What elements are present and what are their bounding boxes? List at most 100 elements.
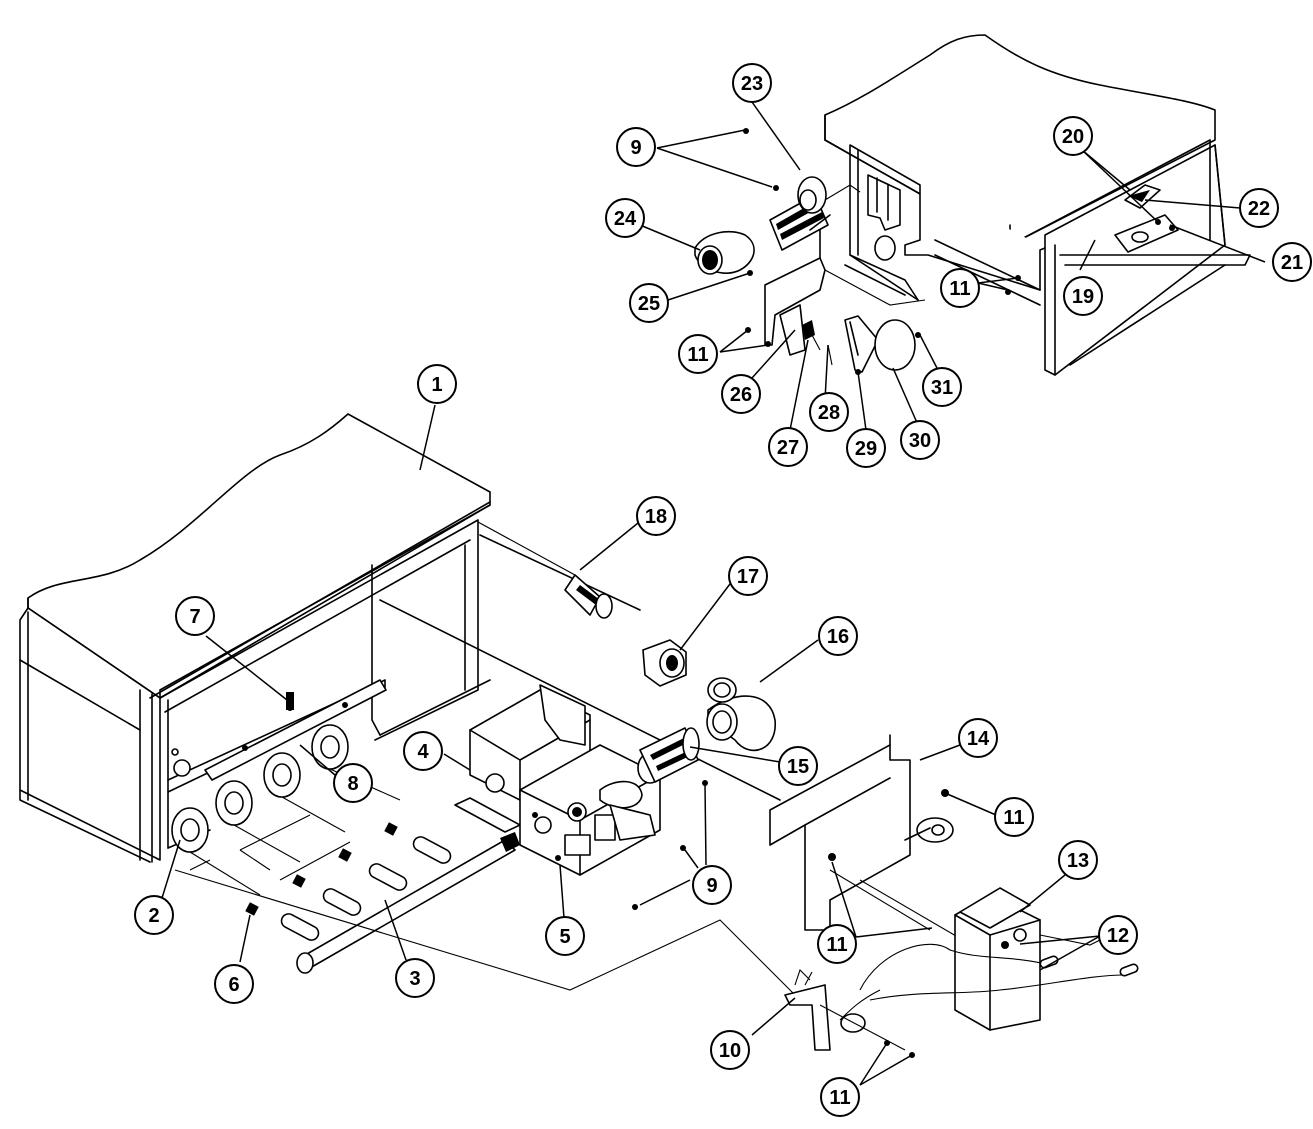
callout-number: 20	[1062, 126, 1084, 148]
callout-number: 18	[645, 506, 667, 528]
callout-circle	[820, 1077, 860, 1117]
callout-12: 12	[1098, 915, 1138, 955]
gas-valve	[454, 684, 663, 876]
callout-13: 13	[1058, 840, 1098, 880]
callout-number: 11	[687, 344, 708, 366]
callout-circle	[994, 797, 1034, 837]
callout-8: 8	[333, 763, 373, 803]
callout-19: 19	[1063, 276, 1103, 316]
callout-23: 23	[732, 63, 772, 103]
callout-circle	[940, 268, 980, 308]
callout-circle	[616, 127, 656, 167]
pilot-bracket	[745, 214, 833, 366]
callout-circle	[768, 427, 808, 467]
callout-circle	[721, 374, 761, 414]
callout-3: 3	[395, 958, 435, 998]
callout-11: 11	[940, 268, 980, 308]
callout-5: 5	[545, 916, 585, 956]
callout-circle	[1239, 188, 1279, 228]
callout-number: 26	[730, 384, 752, 406]
callout-27: 27	[768, 427, 808, 467]
callout-number: 8	[347, 773, 358, 795]
callout-number: 3	[409, 968, 420, 990]
callout-circle	[728, 556, 768, 596]
callout-circle	[958, 718, 998, 758]
callout-30: 30	[900, 420, 940, 460]
gas-fittings	[477, 521, 776, 783]
callout-number: 23	[741, 73, 763, 95]
callout-number: 1	[431, 374, 442, 396]
callout-number: 25	[638, 293, 660, 315]
callout-circle	[636, 496, 676, 536]
callout-18: 18	[636, 496, 676, 536]
callout-31: 31	[922, 367, 962, 407]
main-housing	[19, 413, 781, 863]
callout-number: 14	[967, 728, 990, 750]
callout-circle	[134, 895, 174, 935]
callout-1: 1	[417, 364, 457, 404]
callout-20: 20	[1053, 116, 1093, 156]
callout-circle	[809, 392, 849, 432]
callout-circle	[1098, 915, 1138, 955]
callout-circle	[1063, 276, 1103, 316]
callout-number: 2	[148, 905, 159, 927]
callout-circle	[605, 198, 645, 238]
callout-number: 19	[1072, 286, 1094, 308]
callout-10: 10	[710, 1030, 750, 1070]
callout-number: 11	[826, 934, 847, 956]
callout-24: 24	[605, 198, 645, 238]
burner-gaskets	[171, 724, 401, 896]
callout-15: 15	[778, 746, 818, 786]
callout-number: 4	[417, 741, 429, 763]
callout-11: 11	[678, 334, 718, 374]
callout-number: 24	[614, 208, 637, 230]
callout-number: 9	[706, 875, 717, 897]
callout-circle	[1272, 242, 1312, 282]
callout-2: 2	[134, 895, 174, 935]
callout-circle	[922, 367, 962, 407]
callout-22: 22	[1239, 188, 1279, 228]
callout-circle	[403, 731, 443, 771]
callout-number: 27	[777, 437, 799, 459]
callout-circle	[1058, 840, 1098, 880]
callout-number: 13	[1067, 850, 1089, 872]
callout-26: 26	[721, 374, 761, 414]
vent-tube	[694, 176, 861, 275]
callout-circle	[395, 958, 435, 998]
callout-4: 4	[403, 731, 443, 771]
callout-number: 15	[787, 756, 809, 778]
callout-leaders	[161, 101, 1266, 1086]
callout-17: 17	[728, 556, 768, 596]
upper-side-panel	[844, 144, 1046, 306]
callout-circle	[778, 746, 818, 786]
callout-number: 10	[719, 1040, 741, 1062]
callout-circle	[817, 924, 857, 964]
callout-number: 29	[855, 438, 877, 460]
callout-29: 29	[846, 428, 886, 468]
sight-glass	[824, 269, 926, 375]
callout-circle	[900, 420, 940, 460]
callout-16: 16	[818, 616, 858, 656]
callout-circle	[1053, 116, 1093, 156]
callout-bubbles: 1234567899101111111111121314151617181920…	[134, 63, 1312, 1117]
callout-number: 28	[818, 402, 840, 424]
callout-circle	[333, 763, 373, 803]
callout-number: 11	[949, 278, 970, 300]
callout-circle	[692, 865, 732, 905]
callout-circle	[629, 283, 669, 323]
callout-circle	[818, 616, 858, 656]
callout-number: 11	[1003, 807, 1024, 829]
callout-number: 7	[189, 606, 200, 628]
callout-number: 6	[228, 974, 239, 996]
callout-circle	[175, 596, 215, 636]
callout-11: 11	[820, 1077, 860, 1117]
callout-number: 9	[630, 137, 641, 159]
igniter	[784, 968, 915, 1058]
burner-assembly	[174, 822, 801, 1001]
callout-9: 9	[616, 127, 656, 167]
callout-circle	[846, 428, 886, 468]
callout-number: 30	[909, 430, 931, 452]
callout-21: 21	[1272, 242, 1312, 282]
callout-6: 6	[214, 964, 254, 1004]
callout-circle	[678, 334, 718, 374]
